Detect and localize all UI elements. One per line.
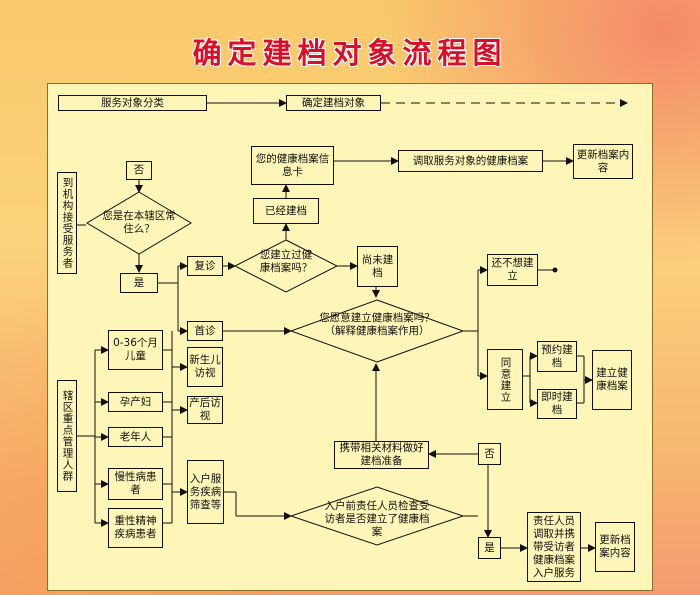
update-box-bottom: 更新档案内容: [595, 522, 635, 572]
not-want-box: 还不想建立: [487, 254, 538, 286]
check-decision: 入户前责任人员检查受访者是否建立了健康档案: [324, 500, 430, 538]
mental-box: 重性精神疾病患者: [108, 508, 163, 548]
postpartum-box: 产后访视: [187, 396, 223, 424]
chronic-box: 慢性病患者: [108, 468, 163, 500]
update-box-top: 更新档案内容: [573, 144, 633, 179]
arrive-box: 到机构接受服务者: [57, 172, 77, 274]
revisit-box: 复诊: [187, 256, 223, 276]
built-decision: 您建立过健康档案吗？: [259, 249, 313, 274]
already-box: 已经建档: [253, 198, 319, 224]
staff-box: 责任人员调取并携带受访者健康档案入户服务: [527, 512, 581, 582]
confirm-header: 确定建档对象: [286, 95, 381, 111]
child-box: 0-36个月儿童: [108, 330, 163, 370]
elderly-box: 老年人: [108, 427, 163, 447]
maternal-box: 孕产妇: [108, 392, 163, 412]
yes-left-box: 是: [120, 273, 158, 293]
yes-right-box: 是: [478, 537, 501, 559]
not-yet-box: 尚未建档: [357, 246, 398, 287]
agree-box: 同意建立: [487, 349, 523, 410]
newborn-box: 新生儿访视: [187, 347, 223, 387]
willing-decision: 您愿意建立健康档案吗？（解释健康档案作用）: [319, 312, 435, 337]
key-group-box: 辖区重点管理人群: [57, 380, 77, 492]
first-visit-box: 首诊: [187, 321, 223, 341]
bring-materials-box: 携带相关材料做好建档准备: [334, 441, 429, 469]
card-box: 您的健康档案信息卡: [251, 146, 334, 185]
classify-header: 服务对象分类: [58, 95, 207, 111]
page-title: 确定建档对象流程图: [192, 36, 508, 70]
home-service-box: 入户服务疾病筛查等: [187, 460, 224, 524]
no-right-box: 否: [478, 443, 501, 465]
retrieve-box: 调取服务对象的健康档案: [398, 150, 543, 172]
establish-box: 建立健康档案: [592, 350, 632, 410]
resident-decision: 您是在本辖区常住么？: [102, 210, 176, 235]
appoint-box: 预约建档: [537, 341, 577, 372]
instant-box: 即时建档: [537, 389, 577, 419]
no-top-box: 否: [126, 161, 152, 180]
